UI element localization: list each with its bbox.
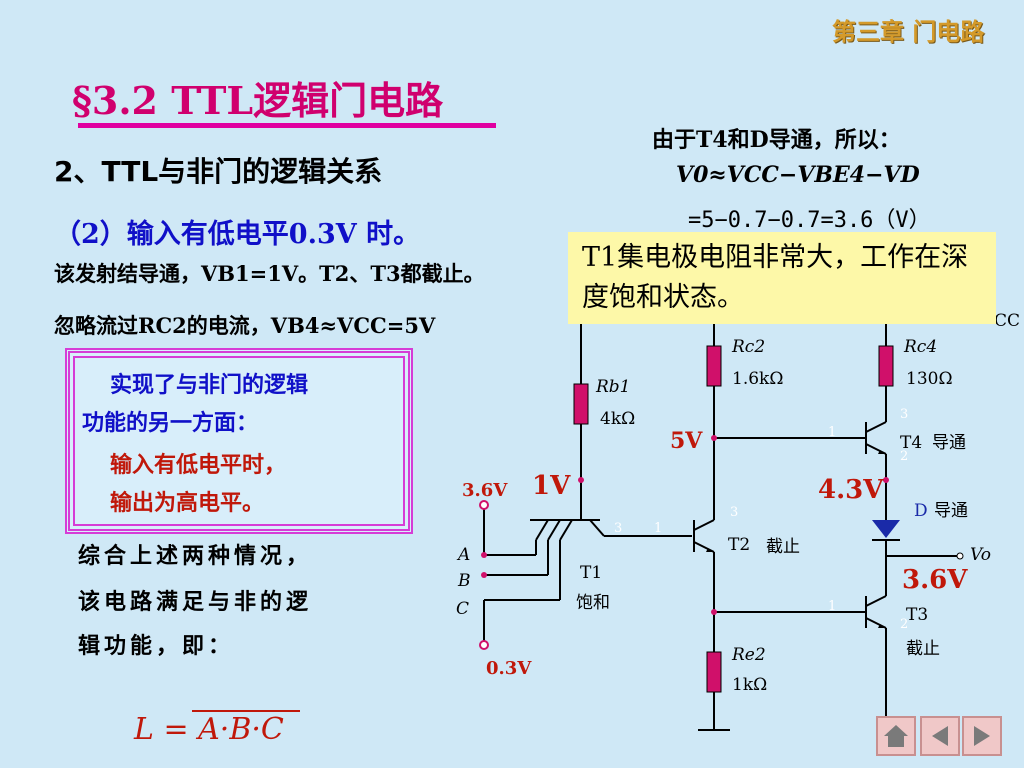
t1-label: T1	[580, 563, 602, 583]
t4-label: T4	[900, 433, 922, 453]
diode-state: 导通	[934, 501, 968, 521]
t1-pin3: 3	[614, 521, 622, 536]
summary-line-3: 辑功能，即：	[78, 633, 235, 659]
note-box: T1集电极电阻非常大，工作在深度饱和状态。	[568, 232, 996, 324]
t3-pin1: 1	[828, 599, 836, 614]
input-a-label: A	[456, 545, 470, 565]
t3-label: T3	[906, 605, 928, 625]
re2-name: Re2	[731, 645, 766, 665]
rc2-name: Rc2	[731, 337, 765, 357]
voltage-1v: 1V	[532, 471, 571, 501]
formula-overbar	[192, 710, 300, 712]
equation-line-1: V0≈VCC−VBE4−VD	[676, 162, 920, 188]
t4-pin2: 2	[900, 449, 908, 464]
voltage-3-6v-output: 3.6V	[902, 565, 968, 595]
summary-line-2: 该电路满足与非的逻	[78, 589, 313, 615]
t4-pin1: 1	[828, 425, 836, 440]
t3-state: 截止	[906, 639, 940, 659]
home-icon	[884, 725, 908, 747]
resistor-re2	[706, 651, 722, 693]
voltage-3-6v-input: 3.6V	[462, 480, 508, 501]
input-b-label: B	[457, 571, 471, 591]
title-underline	[78, 123, 496, 128]
diode-symbol	[872, 520, 900, 538]
home-button[interactable]	[876, 716, 916, 756]
diode-label: D	[914, 501, 928, 521]
t3-pin2: 2	[900, 617, 908, 632]
prev-icon	[932, 726, 948, 746]
explanation-line-2: 忽略流过RC2的电流，VB4≈VCC=5V	[54, 313, 436, 338]
chapter-label: 第三章 门电路	[832, 18, 985, 46]
formula-text: L = A·B·C	[134, 712, 284, 747]
resistor-rb1	[573, 383, 589, 425]
box-line-2: 功能的另一方面：	[82, 410, 259, 436]
next-button[interactable]	[962, 716, 1002, 756]
explanation-line-1: 该发射结导通，VB1=1V。T2、T3都截止。	[54, 261, 485, 286]
t2-state: 截止	[766, 537, 800, 557]
rc4-name: Rc4	[903, 337, 937, 357]
vo-label: Vo	[970, 545, 991, 565]
t1-state: 饱和	[576, 593, 610, 613]
page-title: §3.2 TTL逻辑门电路	[72, 78, 444, 123]
prev-button[interactable]	[920, 716, 960, 756]
equation-line-2: =5−0.7−0.7=3.6（V）	[688, 208, 931, 233]
case-heading: （2）输入有低电平0.3V 时。	[54, 219, 421, 250]
rb1-value: 4kΩ	[600, 409, 635, 429]
conclusion-box: 实现了与非门的逻辑 功能的另一方面： 输入有低电平时， 输出为高电平。	[65, 348, 413, 534]
input-c-label: C	[456, 599, 469, 619]
voltage-4-3v: 4.3V	[818, 475, 884, 505]
t2-pin3: 3	[730, 505, 738, 520]
box-line-3: 输入有低电平时，	[110, 452, 287, 478]
voltage-5v: 5V	[670, 428, 703, 454]
summary-line-1: 综合上述两种情况，	[78, 543, 313, 569]
box-line-1: 实现了与非门的逻辑	[110, 372, 309, 398]
voltage-0-3v: 0.3V	[486, 658, 532, 679]
vcc-fragment: CC	[994, 311, 1020, 331]
rc4-value: 130Ω	[906, 369, 953, 389]
rc2-value: 1.6kΩ	[732, 369, 783, 389]
resistor-rc2	[706, 345, 722, 387]
t4-pin3: 3	[900, 407, 908, 422]
resistor-rc4	[878, 345, 894, 387]
section-subhead: 2、TTL与非门的逻辑关系	[54, 155, 383, 188]
re2-value: 1kΩ	[732, 675, 767, 695]
next-icon	[974, 726, 990, 746]
t2-pin1: 1	[654, 521, 662, 536]
rb1-name: Rb1	[595, 377, 631, 397]
box-line-4: 输出为高电平。	[110, 490, 265, 516]
logic-formula: L = A·B·C	[134, 712, 284, 747]
t2-label: T2	[728, 535, 750, 555]
since-line: 由于T4和D导通，所以：	[652, 127, 901, 153]
t4-state: 导通	[932, 433, 966, 453]
